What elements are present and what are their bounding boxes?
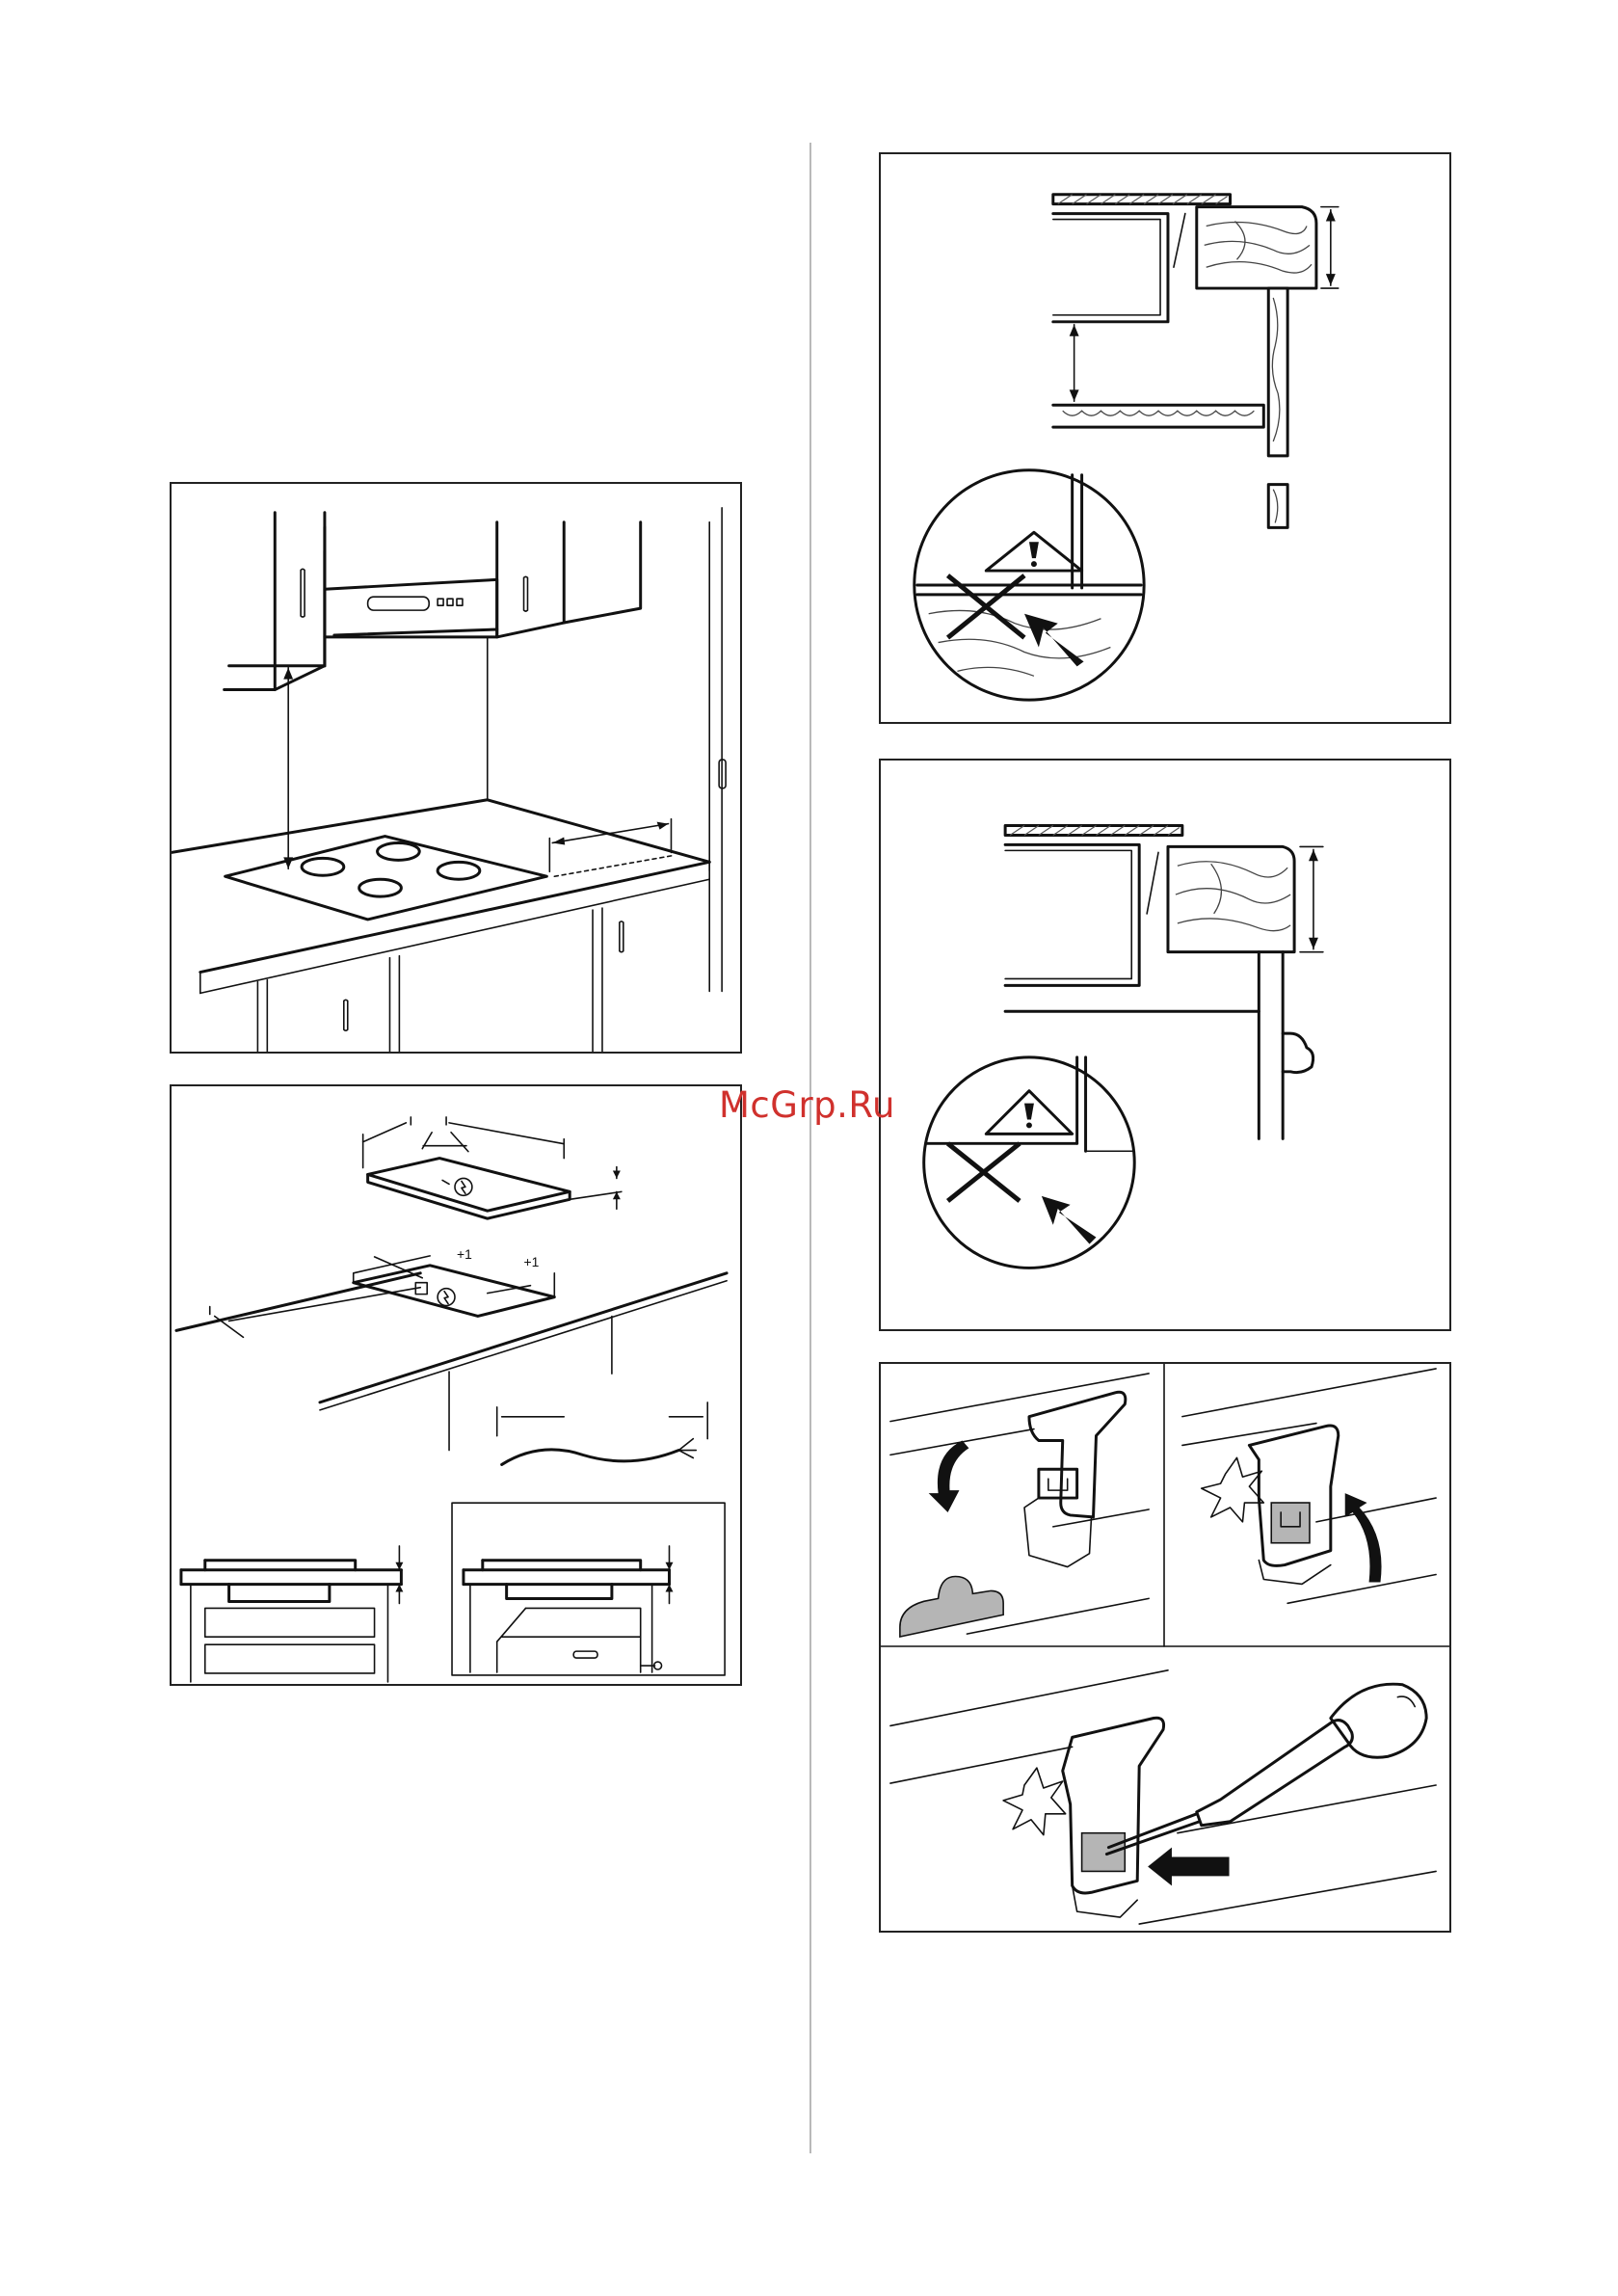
star-burst-icon [1003,1768,1066,1835]
figure-hob-under-hood [170,482,742,1054]
hob-under-hood-drawing [172,484,740,1052]
figure-section-warning-drawer [879,759,1451,1331]
section-warning-oven-drawing [881,154,1449,722]
section-warning-drawer-drawing [881,761,1449,1329]
rotate-arrow-icon [1345,1493,1382,1582]
star-burst-icon [1202,1457,1264,1522]
tolerance-right-label: +1 [524,1254,540,1269]
cross-icon [948,1143,1020,1201]
figure-section-warning-oven [879,152,1451,724]
arrow-icon [1042,1196,1097,1244]
clip-base-grey [900,1577,1003,1638]
cut-out-dimensions-drawing: +1 +1 [172,1086,740,1684]
page-divider [809,143,811,2153]
clip-mounting-drawing [881,1364,1449,1931]
push-arrow-icon [1148,1848,1229,1886]
figure-clip-mounting [879,1362,1451,1933]
watermark-text: McGrp.Ru [719,1084,895,1126]
tolerance-left-label: +1 [457,1246,472,1262]
figure-cut-out-dimensions: +1 +1 [170,1084,742,1686]
rotate-arrow-icon [929,1440,969,1511]
